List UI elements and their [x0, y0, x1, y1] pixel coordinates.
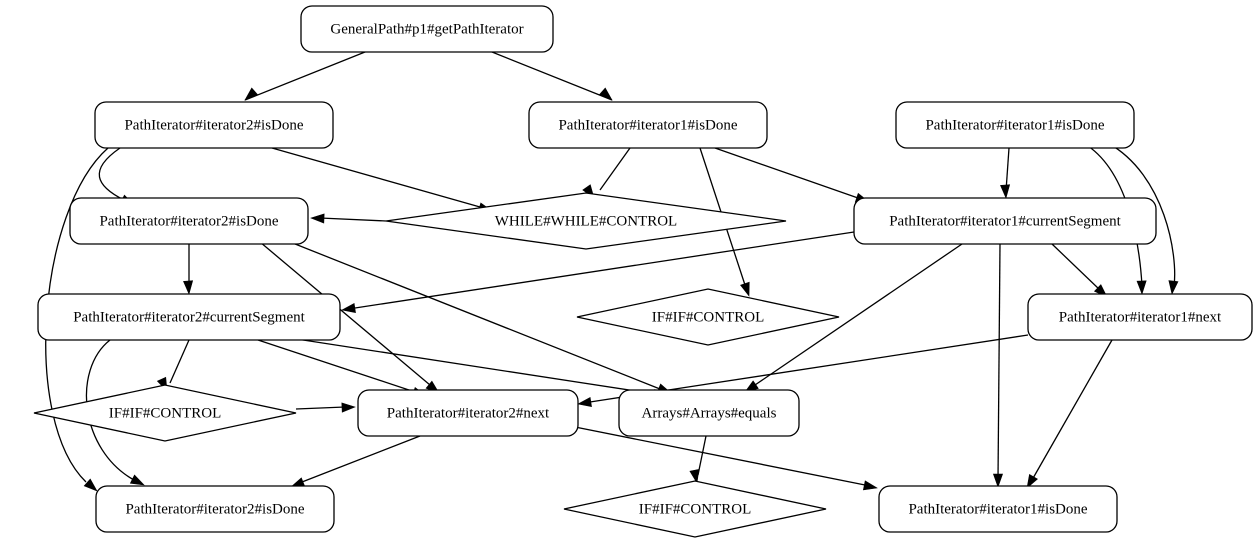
- graph-edge: [1000, 147, 1011, 199]
- node-label: IF#IF#CONTROL: [652, 309, 765, 325]
- graph-edge: [689, 435, 707, 484]
- arrow-head: [244, 87, 259, 101]
- arrow-head: [83, 478, 98, 492]
- graph-node-pathiterator-iterator2-next[interactable]: PathIterator#iterator2#next: [357, 389, 579, 437]
- graph-edge: [1051, 243, 1108, 298]
- graph-edge: [290, 435, 421, 488]
- rounded-box-shape: [618, 389, 800, 437]
- graph-node-pathiterator-iterator2-isdone[interactable]: PathIterator#iterator2#isDone: [69, 197, 309, 245]
- node-label: PathIterator#iterator2#isDone: [124, 117, 303, 133]
- graph-edge: [582, 147, 631, 199]
- arrow-head: [1136, 280, 1147, 295]
- node-label: IF#IF#CONTROL: [109, 405, 222, 421]
- rounded-box-shape: [853, 197, 1157, 245]
- rounded-box-shape: [357, 389, 579, 437]
- graph-node-pathiterator-iterator2-isdone[interactable]: PathIterator#iterator2#isDone: [94, 101, 334, 149]
- graph-edge: [1026, 339, 1113, 489]
- rounded-box-shape: [94, 101, 334, 149]
- node-label: PathIterator#iterator1#currentSegment: [889, 213, 1121, 229]
- graph-edge: [183, 244, 194, 295]
- rounded-box-shape: [528, 101, 768, 149]
- node-label: PathIterator#iterator1#isDone: [558, 117, 737, 133]
- node-label: WHILE#WHILE#CONTROL: [495, 213, 677, 229]
- arrow-head: [598, 87, 613, 101]
- graph-node-pathiterator-iterator1-isdone[interactable]: PathIterator#iterator1#isDone: [528, 101, 768, 149]
- graph-edge: [98, 147, 135, 206]
- rounded-box-shape: [95, 485, 335, 533]
- graph-edge: [486, 49, 613, 101]
- graph-edge: [744, 243, 963, 393]
- node-label: PathIterator#iterator1#next: [1059, 309, 1222, 325]
- graph-edge: [1107, 142, 1179, 295]
- rounded-box-shape: [878, 485, 1118, 533]
- graph-node-while-while-control[interactable]: WHILE#WHILE#CONTROL: [385, 192, 787, 250]
- node-label: PathIterator#iterator2#isDone: [99, 213, 278, 229]
- graph-node-pathiterator-iterator1-next[interactable]: PathIterator#iterator1#next: [1027, 293, 1253, 341]
- graph-node-pathiterator-iterator1-isdone[interactable]: PathIterator#iterator1#isDone: [895, 101, 1135, 149]
- graph-node-pathiterator-iterator1-currentsegment[interactable]: PathIterator#iterator1#currentSegment: [853, 197, 1157, 245]
- arrow-head: [577, 397, 592, 407]
- graph-node-if-if-control[interactable]: IF#IF#CONTROL: [563, 480, 827, 538]
- arrow-head: [740, 281, 750, 297]
- arrow-head: [341, 402, 356, 413]
- diamond-shape: [33, 384, 297, 442]
- arrow-head: [129, 474, 145, 486]
- node-label: IF#IF#CONTROL: [639, 501, 752, 517]
- graph-edge: [156, 339, 190, 392]
- arrow-head: [862, 480, 878, 491]
- graph-node-if-if-control[interactable]: IF#IF#CONTROL: [33, 384, 297, 442]
- rounded-box-shape: [895, 101, 1135, 149]
- arrow-head: [1000, 184, 1011, 199]
- graph-edge: [992, 243, 1004, 488]
- graph-node-pathiterator-iterator2-isdone[interactable]: PathIterator#iterator2#isDone: [95, 485, 335, 533]
- arrow-head: [689, 468, 700, 484]
- graph-node-generalpath-p1-getpathiterator[interactable]: GeneralPath#p1#getPathIterator: [300, 5, 554, 53]
- arrow-head: [341, 303, 356, 313]
- node-label: PathIterator#iterator1#isDone: [925, 117, 1104, 133]
- graph-node-arrays-arrays-equals[interactable]: Arrays#Arrays#equals: [618, 389, 800, 437]
- node-label: PathIterator#iterator2#currentSegment: [73, 309, 305, 325]
- node-label: Arrays#Arrays#equals: [642, 405, 777, 421]
- arrow-head: [1026, 473, 1038, 489]
- arrow-head: [183, 280, 194, 295]
- diamond-shape: [563, 480, 827, 538]
- graph-edge: [559, 423, 878, 491]
- graph-edge: [257, 339, 427, 397]
- node-label: PathIterator#iterator1#isDone: [908, 501, 1087, 517]
- graph-node-if-if-control[interactable]: IF#IF#CONTROL: [576, 288, 840, 346]
- rounded-box-shape: [300, 5, 554, 53]
- rounded-box-shape: [37, 293, 341, 341]
- rounded-box-shape: [1027, 293, 1253, 341]
- arrow-head: [992, 473, 1004, 488]
- node-label: PathIterator#iterator2#next: [387, 405, 550, 421]
- nodes-layer: GeneralPath#p1#getPathIteratorPathIterat…: [33, 5, 1253, 538]
- node-label: GeneralPath#p1#getPathIterator: [330, 21, 523, 37]
- arrow-head: [1168, 280, 1179, 295]
- graph-edge: [310, 213, 387, 224]
- graph-node-pathiterator-iterator1-isdone[interactable]: PathIterator#iterator1#isDone: [878, 485, 1118, 533]
- node-label: PathIterator#iterator2#isDone: [125, 501, 304, 517]
- graph-edge: [341, 231, 855, 313]
- graph-edge: [244, 49, 371, 101]
- diamond-shape: [385, 192, 787, 250]
- diamond-shape: [576, 288, 840, 346]
- rounded-box-shape: [69, 197, 309, 245]
- graph-edge: [295, 402, 356, 413]
- graph-node-pathiterator-iterator2-currentsegment[interactable]: PathIterator#iterator2#currentSegment: [37, 293, 341, 341]
- graph-edge: [714, 147, 870, 203]
- arrow-head: [310, 213, 325, 224]
